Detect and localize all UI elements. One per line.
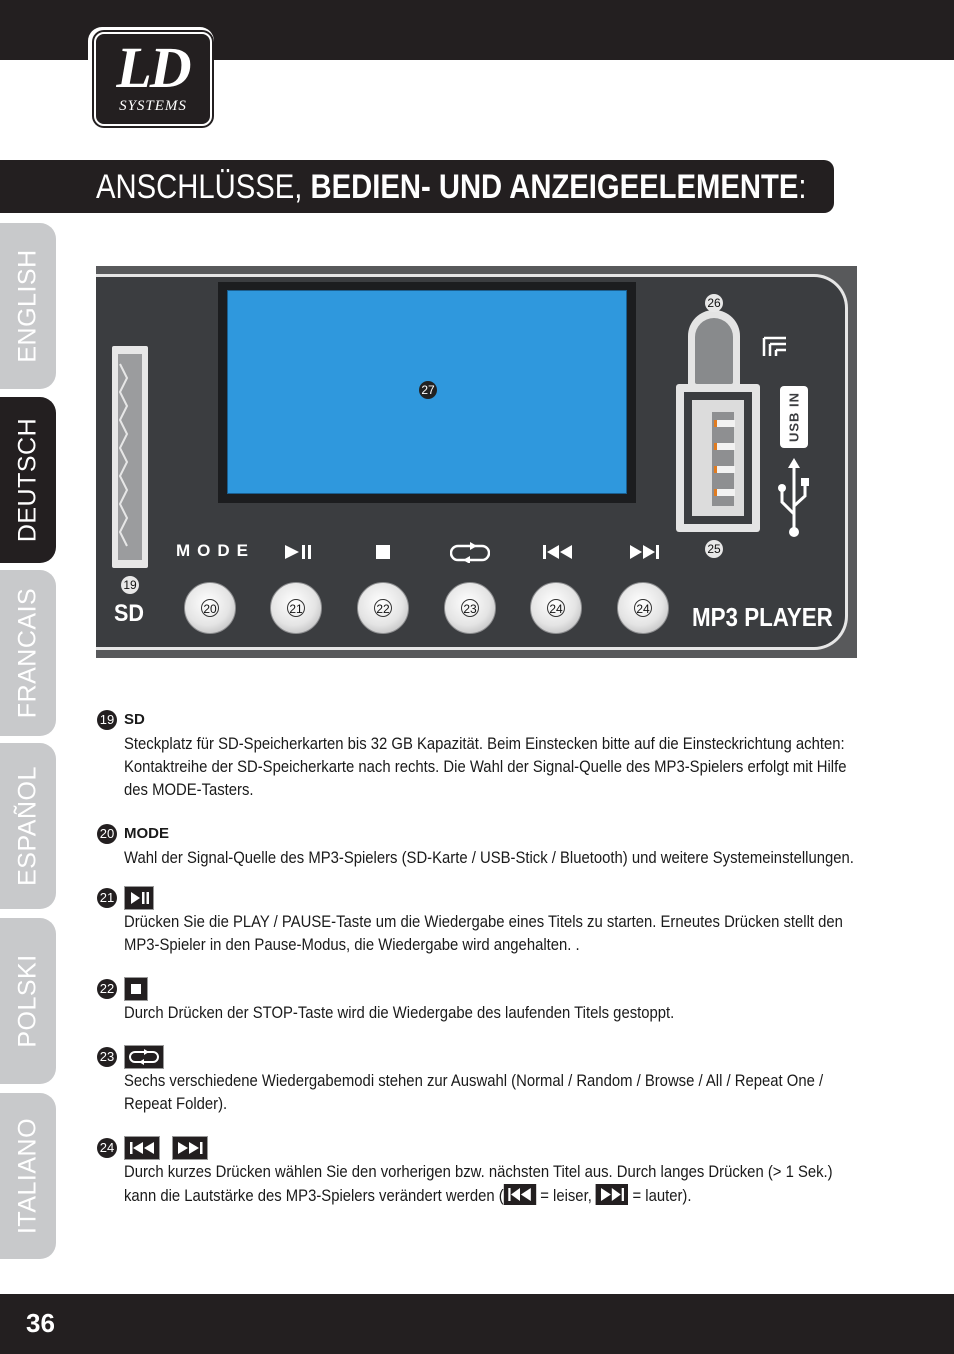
tab-francais[interactable]: FRANCAIS (0, 570, 56, 736)
item-number: 24 (97, 1138, 117, 1158)
usb-pin (714, 489, 735, 496)
item-text: Sechs verschiedene Wiedergabemodi stehen… (124, 1072, 824, 1113)
button-number: 20 (201, 599, 219, 617)
button-number: 24 (547, 599, 565, 617)
usb-pin (714, 466, 735, 473)
sd-slot-contacts-icon (118, 363, 129, 547)
title-bold: BEDIEN- UND ANZEIGEELEMENTE (310, 168, 799, 206)
callout-sd-slot: 19 (121, 576, 139, 594)
title-end: : (798, 168, 807, 206)
button-number: 22 (374, 599, 392, 617)
tab-english[interactable]: ENGLISH (0, 223, 56, 389)
item-text: Wahl der Signal-Quelle des MP3-Spielers … (124, 849, 854, 867)
play-pause-icon (285, 545, 311, 559)
item-number: 19 (97, 710, 117, 730)
page-number: 36 (26, 1308, 55, 1338)
section-header (0, 160, 834, 213)
lcd-display: 27 (227, 290, 627, 494)
usb-cap-inner (695, 318, 733, 384)
usb-pin (714, 443, 735, 450)
usb-tongue (712, 412, 734, 506)
item-text-part: Durch kurzes Drücken wählen Sie den vorh… (124, 1163, 833, 1205)
stop-icon (376, 545, 390, 559)
previous-icon (543, 545, 572, 559)
item-number: 21 (97, 888, 117, 908)
usb-pin (714, 420, 735, 427)
repeat-key-icon (124, 1045, 164, 1069)
repeat-icon (450, 542, 490, 563)
logo-main-text: LD (116, 35, 191, 100)
item-text-part: = lauter). (628, 1187, 692, 1205)
item-heading: MODE (124, 825, 169, 842)
tab-label: ESPAÑOL (13, 766, 42, 886)
callout-display: 27 (419, 381, 437, 399)
stop-key-icon (124, 977, 148, 1001)
previous-key-icon (124, 1136, 160, 1160)
usb-in-label-box: USB IN (780, 386, 808, 448)
insert-direction-icon (762, 336, 786, 356)
previous-button[interactable]: 24 (530, 582, 582, 634)
item-text: Durch Drücken der STOP-Taste wird die Wi… (124, 1004, 675, 1022)
usb-in-label: USB IN (786, 391, 802, 443)
item-text: Durch kurzes Drücken wählen Sie den vorh… (124, 1161, 862, 1208)
tab-italiano[interactable]: ITALIANO (0, 1093, 56, 1259)
tab-espanol[interactable]: ESPAÑOL (0, 743, 56, 909)
next-key-icon (172, 1136, 208, 1160)
play-pause-button[interactable]: 21 (270, 582, 322, 634)
repeat-button[interactable]: 23 (444, 582, 496, 634)
item-number: 23 (97, 1047, 117, 1067)
item-heading: SD (124, 711, 145, 728)
button-number: 24 (634, 599, 652, 617)
button-number: 21 (287, 599, 305, 617)
tab-deutsch[interactable]: DEUTSCH (0, 397, 56, 563)
tab-label: DEUTSCH (13, 417, 42, 543)
sd-slot-opening (118, 354, 142, 560)
mode-label: MODE (176, 541, 255, 560)
tab-label: ENGLISH (13, 249, 42, 363)
usb-port[interactable] (692, 400, 744, 516)
tab-label: ITALIANO (13, 1117, 42, 1235)
mode-button[interactable]: 20 (184, 582, 236, 634)
page-title: ANSCHLÜSSE, BEDIEN- UND ANZEIGEELEMENTE: (96, 166, 807, 208)
next-icon (630, 545, 659, 559)
item-text-part: = leiser, (536, 1187, 596, 1205)
ld-systems-logo: LD SYSTEMS (94, 32, 212, 126)
logo-sub-text: SYSTEMS (119, 98, 187, 114)
next-button[interactable]: 24 (617, 582, 669, 634)
callout-usb-port: 25 (705, 540, 723, 558)
tab-label: FRANCAIS (13, 587, 42, 719)
item-number: 20 (97, 824, 117, 844)
button-number: 23 (461, 599, 479, 617)
usb-symbol-icon (778, 458, 809, 537)
item-text: Drücken Sie die PLAY / PAUSE-Taste um di… (124, 913, 843, 954)
mp3-player-label: MP3 PLAYER (692, 602, 833, 632)
stop-button[interactable]: 22 (357, 582, 409, 634)
play-pause-key-icon (124, 886, 154, 910)
tab-label: POLSKI (13, 954, 42, 1048)
item-number: 22 (97, 979, 117, 999)
tab-polski[interactable]: POLSKI (0, 918, 56, 1084)
next-inline-icon (595, 1184, 629, 1205)
callout-usb-cap: 26 (705, 294, 723, 312)
previous-inline-icon (503, 1184, 537, 1205)
sd-label: SD (114, 600, 145, 627)
title-light: ANSCHLÜSSE, (96, 168, 311, 206)
item-text: Steckplatz für SD-Speicherkarten bis 32 … (124, 735, 847, 799)
footer-bar (0, 1294, 954, 1354)
